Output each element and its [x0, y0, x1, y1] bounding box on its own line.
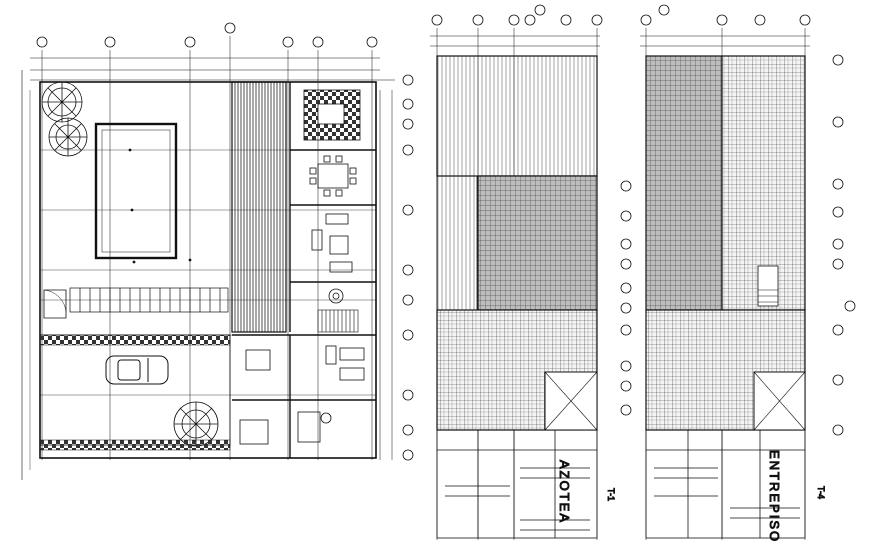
living-room-furniture [311, 213, 353, 273]
roof-hatched-block [477, 175, 598, 311]
dining-table [309, 155, 357, 197]
mezzanine-plan-code: T-4 [816, 486, 826, 499]
mezzanine-plan-title: ENTREPISO [767, 450, 782, 543]
mezzanine-stair-opening [757, 265, 779, 307]
mezzanine-dark-block [645, 55, 723, 311]
tree-icon [41, 81, 219, 447]
grid-axis-markers-right [379, 74, 414, 461]
roof-plan-title: AZOTEA [557, 460, 572, 524]
bathroom-fixtures [239, 288, 365, 445]
parking-stripes [69, 287, 229, 313]
grid-axis-markers-top [36, 22, 378, 460]
swimming-pool [94, 122, 178, 260]
staircase [317, 309, 359, 333]
roof-plan-code: T-1 [606, 488, 616, 501]
ground-floor-plan [21, 22, 414, 480]
roof-plan: AZOTEA T-1 [430, 4, 632, 540]
car-icon [105, 355, 169, 385]
mezzanine-plan: ENTREPISO T-4 [640, 4, 856, 544]
hatched-corridor [231, 81, 287, 333]
dimension-lines-top [30, 57, 395, 81]
